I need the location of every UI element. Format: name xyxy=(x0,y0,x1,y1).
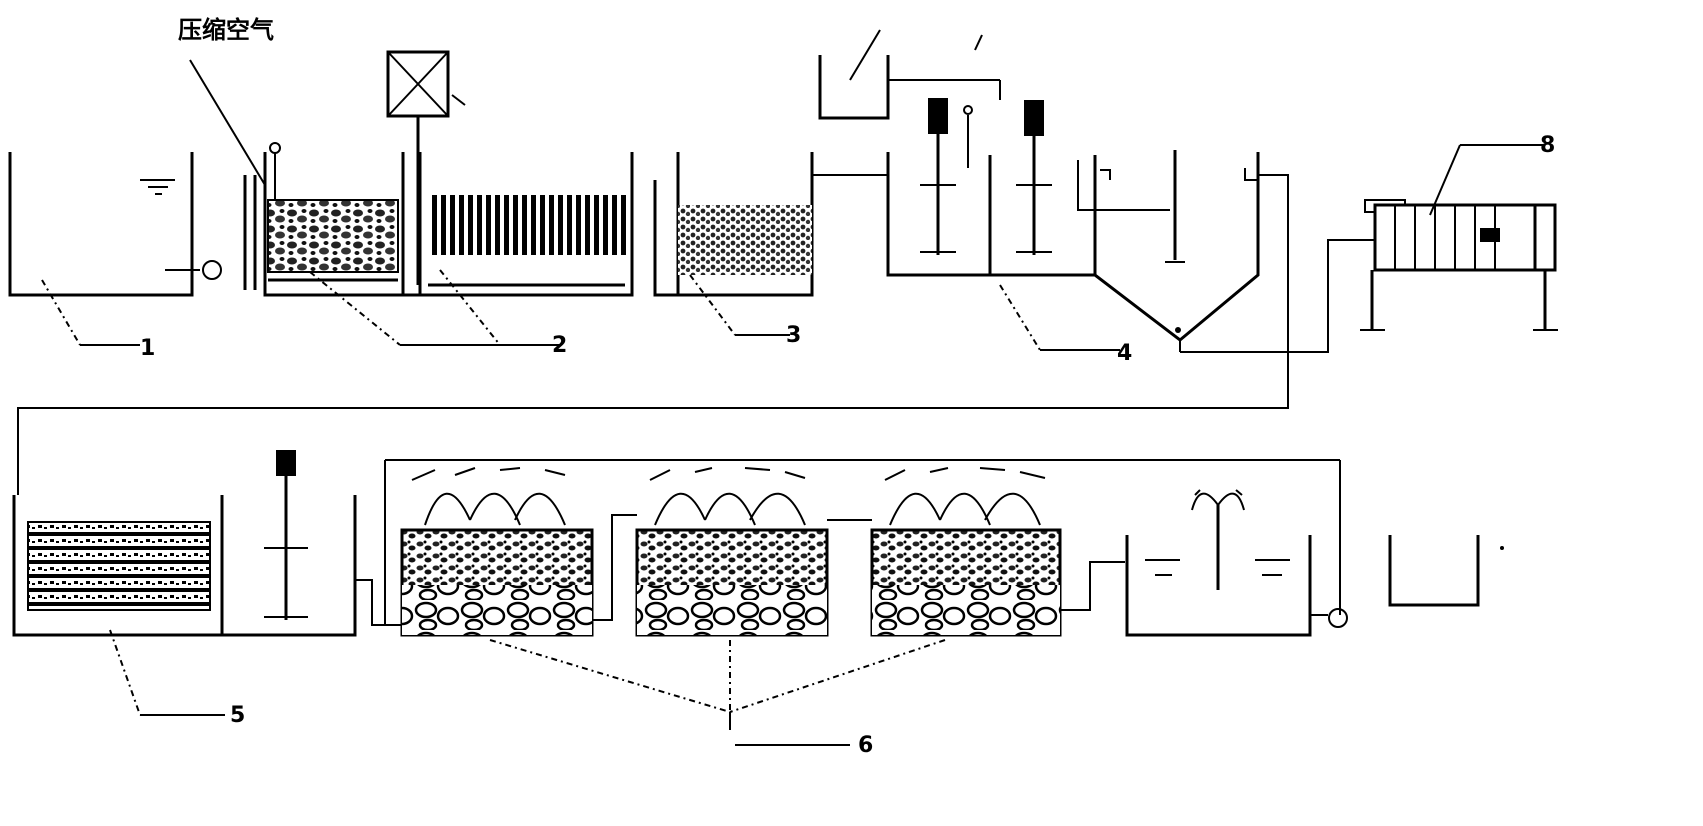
tank-2 xyxy=(243,142,634,346)
pump-icon xyxy=(202,260,222,280)
mixer-motor-icon xyxy=(276,450,296,476)
label-6: 6 xyxy=(858,733,873,758)
label-3: 3 xyxy=(786,323,801,348)
mixer-motor-icon xyxy=(928,98,948,134)
label-2: 2 xyxy=(552,333,567,358)
air-label: 压缩空气 xyxy=(178,16,274,44)
tank-3 xyxy=(653,152,888,336)
wetland-units xyxy=(384,459,1341,746)
label-4: 4 xyxy=(1117,341,1132,366)
final-tank xyxy=(1388,535,1504,607)
aerator-box xyxy=(386,50,466,285)
label-8: 8 xyxy=(1540,133,1555,158)
tank-1 xyxy=(8,152,222,346)
label-5: 5 xyxy=(230,703,245,728)
pump-icon xyxy=(1328,608,1348,628)
mixer-motor-icon xyxy=(1024,100,1044,136)
tank-5 xyxy=(12,450,402,716)
label-1: 1 xyxy=(140,336,155,361)
filter-press xyxy=(1360,144,1558,331)
dosing-tank xyxy=(818,29,1001,120)
tank-4 xyxy=(886,98,1300,353)
fountain-pond xyxy=(1125,489,1348,637)
